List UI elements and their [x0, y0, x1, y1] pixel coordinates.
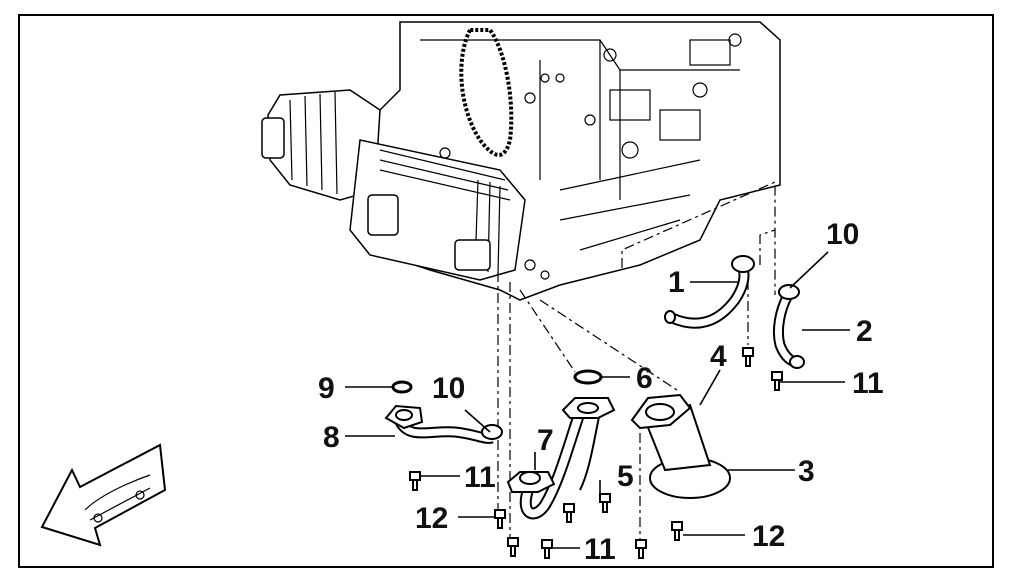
callout-6: 6 — [636, 362, 653, 395]
part-6-o-ring — [573, 369, 603, 385]
bolt-11-funnel — [635, 539, 647, 559]
bolt-12-left — [494, 509, 506, 529]
callout-11-left: 11 — [464, 461, 496, 494]
part-1-oil-pipe — [664, 255, 755, 329]
callout-10-upper: 10 — [826, 218, 859, 251]
callout-7: 7 — [537, 424, 554, 457]
engine-block — [261, 21, 781, 301]
callout-11-bottom: 11 — [584, 533, 616, 566]
bolt-11-mid-a — [563, 503, 575, 523]
bolt-11-mid-b — [599, 493, 611, 513]
part-3-oil-pan-funnel — [630, 393, 731, 499]
callout-9: 9 — [318, 372, 335, 405]
callout-5: 5 — [617, 460, 634, 493]
callout-8: 8 — [323, 421, 340, 454]
callout-1: 1 — [668, 266, 685, 299]
part-9-o-ring — [391, 380, 413, 394]
callout-3: 3 — [798, 455, 815, 488]
vehicle-direction-arrow — [40, 443, 167, 547]
leader-lines — [345, 251, 850, 549]
callout-10-lower: 10 — [432, 372, 465, 405]
bolts — [409, 347, 783, 559]
bolt-12-bottom — [507, 537, 519, 557]
bolt-12-funnel — [671, 521, 683, 541]
callout-11-right: 11 — [852, 367, 884, 400]
bolt-11-right — [771, 371, 783, 391]
part-2-oil-pipe — [772, 284, 805, 369]
assembly-guide-lines — [497, 181, 776, 540]
part-5-oil-pipe — [519, 397, 616, 520]
callout-12-left: 12 — [415, 502, 448, 535]
bolt-11-bottom — [541, 539, 553, 559]
diagram-frame — [18, 14, 994, 568]
callout-2: 2 — [856, 315, 873, 348]
part-7-flange — [506, 471, 556, 493]
callout-numbers: 1 2 3 4 5 6 7 8 9 10 10 11 11 11 12 12 — [318, 218, 884, 566]
bolt-11-left — [409, 471, 421, 491]
part-8-oil-pipe — [384, 404, 503, 444]
callout-12-right: 12 — [752, 520, 785, 553]
bolt-11-top — [742, 347, 754, 367]
callout-4: 4 — [710, 340, 727, 373]
